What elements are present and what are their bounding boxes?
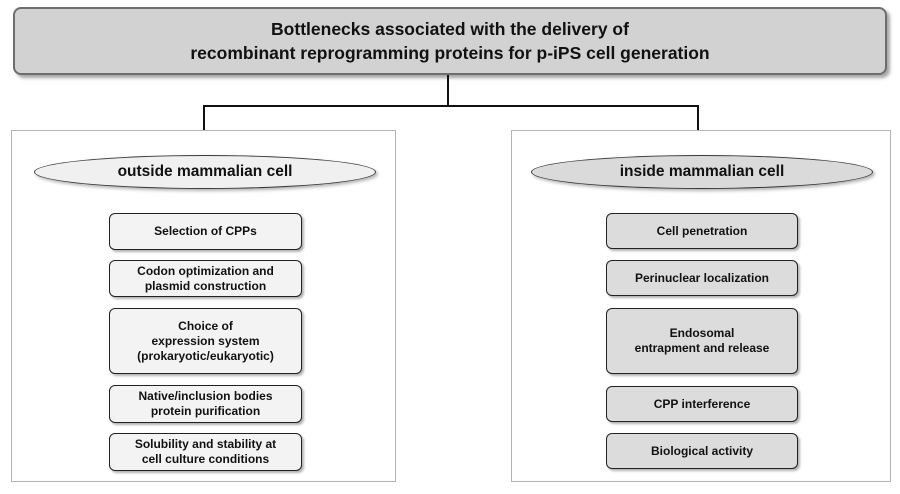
inside-item-biological-activity: Biological activity bbox=[606, 433, 798, 469]
item-text: (prokaryotic/eukaryotic) bbox=[137, 348, 274, 363]
item-text: cell culture conditions bbox=[141, 452, 270, 466]
diagram-title-line-1: Bottlenecks associated with the delivery… bbox=[271, 19, 629, 39]
outside-item-expression-system: Choice of expression system (prokaryotic… bbox=[109, 308, 302, 374]
outside-item-protein-purification: Native/inclusion bodies protein purifica… bbox=[109, 385, 302, 423]
item-text: Solubility and stability at bbox=[134, 437, 277, 451]
diagram-title-box: Bottlenecks associated with the delivery… bbox=[13, 7, 887, 75]
item-text: expression system bbox=[151, 333, 260, 348]
item-text: Endosomal bbox=[669, 326, 735, 340]
item-text: CPP interference bbox=[653, 396, 751, 411]
item-text: Codon optimization and bbox=[137, 263, 274, 278]
item-text: Perinuclear localization bbox=[634, 270, 770, 285]
outside-cell-header: outside mammalian cell bbox=[34, 155, 376, 189]
item-text: Biological activity bbox=[650, 443, 754, 458]
item-text: Selection of CPPs bbox=[154, 224, 257, 238]
inside-item-cpp-interference: CPP interference bbox=[606, 386, 798, 422]
item-text: Cell penetration bbox=[656, 223, 748, 238]
outside-item-solubility-stability: Solubility and stability at cell culture… bbox=[109, 433, 302, 471]
diagram-title-line-2: recombinant reprogramming proteins for p… bbox=[190, 43, 710, 63]
inside-item-endosomal-entrapment: Endosomal entrapment and release bbox=[606, 308, 798, 374]
inside-cell-header: inside mammalian cell bbox=[531, 155, 873, 189]
item-text: Choice of bbox=[178, 318, 233, 333]
outside-item-codon-optimization: Codon optimization and plasmid construct… bbox=[109, 260, 302, 297]
item-text: protein purification bbox=[150, 404, 261, 418]
inside-item-perinuclear-localization: Perinuclear localization bbox=[606, 260, 798, 296]
item-text: Native/inclusion bodies bbox=[138, 389, 273, 403]
inside-item-cell-penetration: Cell penetration bbox=[606, 213, 798, 249]
item-text: plasmid construction bbox=[144, 278, 267, 293]
outside-item-cpp-selection: Selection of CPPs bbox=[109, 213, 302, 250]
item-text: entrapment and release bbox=[634, 341, 770, 355]
